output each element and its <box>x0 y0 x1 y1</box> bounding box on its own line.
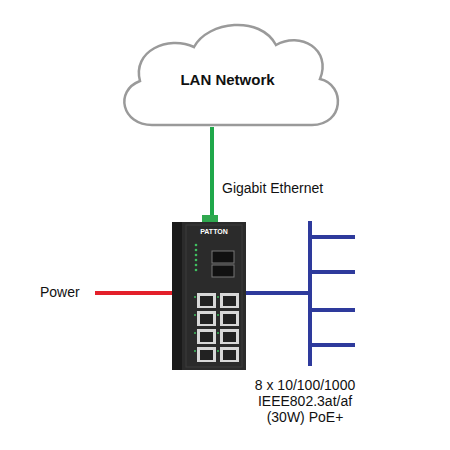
link-label: Gigabit Ethernet <box>222 180 323 196</box>
sfp-slot <box>212 265 234 277</box>
switch-front <box>182 222 246 370</box>
rj45-socket <box>200 314 213 324</box>
status-led <box>195 244 198 247</box>
status-led <box>195 264 198 267</box>
port-led <box>194 332 196 334</box>
status-led <box>195 259 198 262</box>
ethernet-link <box>210 127 214 215</box>
rj45-port <box>220 347 239 362</box>
port-led <box>194 314 196 316</box>
sfp-slot <box>212 251 234 263</box>
switch-node: PATTON <box>172 215 246 370</box>
rj45-port <box>220 329 239 344</box>
rj45-socket <box>223 296 236 306</box>
rj45-socket <box>200 350 213 360</box>
port-led <box>194 350 196 352</box>
rj45-socket <box>200 332 213 342</box>
port-spec-label: 8 x 10/100/1000 IEEE802.3at/af (30W) PoE… <box>245 377 365 425</box>
rj45-port <box>197 311 216 326</box>
rj45-port <box>220 311 239 326</box>
rj45-port <box>197 347 216 362</box>
poe-branch <box>308 235 355 239</box>
rj45-port <box>220 293 239 308</box>
rj45-socket <box>223 350 236 360</box>
node-label: PATTON <box>186 228 242 236</box>
port-led <box>217 332 219 334</box>
status-led <box>195 254 198 257</box>
status-led <box>195 249 198 252</box>
rj45-socket <box>223 314 236 324</box>
switch-panel <box>186 225 242 367</box>
port-led <box>217 314 219 316</box>
port-led <box>194 296 196 298</box>
rj45-port <box>197 329 216 344</box>
cloud-node: LAN Network <box>110 15 345 127</box>
poe-branch <box>308 308 355 312</box>
rj45-port <box>197 293 216 308</box>
power-wire <box>95 291 174 295</box>
switch-illustration <box>172 215 246 370</box>
node-label: LAN Network <box>110 71 345 89</box>
rj45-socket <box>200 296 213 306</box>
port-led <box>217 296 219 298</box>
poe-wire <box>244 291 312 295</box>
rj45-socket <box>223 332 236 342</box>
power-label: Power <box>40 284 100 300</box>
port-led <box>217 350 219 352</box>
poe-branch <box>308 270 355 274</box>
status-led <box>195 269 198 272</box>
poe-branch <box>308 343 355 347</box>
